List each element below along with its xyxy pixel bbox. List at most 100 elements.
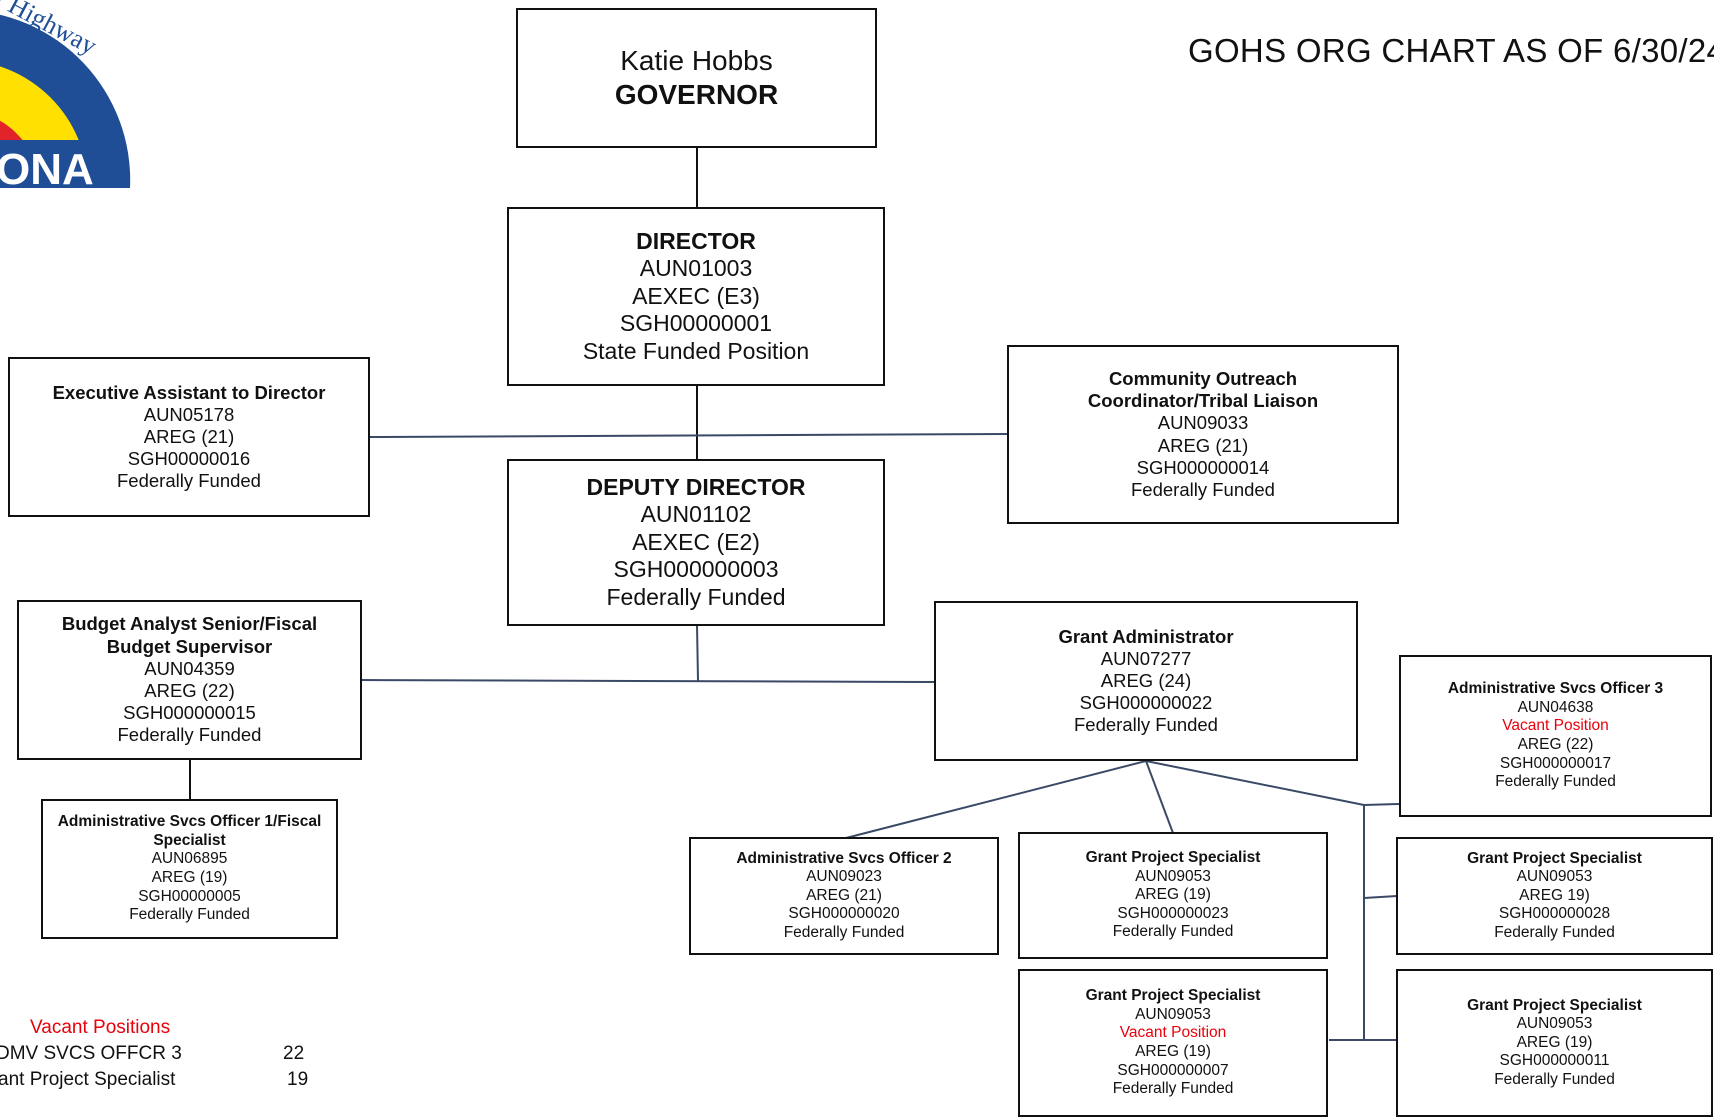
community-line: Federally Funded xyxy=(1131,478,1275,500)
grant-project-specialist-box: Grant Project Specialist AUN09053 AREG (… xyxy=(1396,969,1713,1117)
gps-title: Grant Project Specialist xyxy=(1085,987,1261,1005)
exec-assistant-line: AUN05178 xyxy=(143,403,235,425)
deputy-line: Federally Funded xyxy=(606,583,786,610)
aso1-title: Specialist xyxy=(153,831,226,849)
gps-line: SGH000000023 xyxy=(1117,904,1229,922)
governor-name: Katie Hobbs xyxy=(620,45,773,77)
gps-title: Grant Project Specialist xyxy=(1467,849,1642,867)
director-box: DIRECTOR AUN01003 AEXEC (E3) SGH00000001… xyxy=(507,207,885,386)
budget-title: Budget Analyst Senior/Fiscal xyxy=(61,613,318,635)
logo-state-text: ONA xyxy=(0,145,94,194)
governor-box: Katie Hobbs GOVERNOR xyxy=(516,8,877,148)
gps-vacant-label: Vacant Position xyxy=(1119,1024,1227,1042)
aso1-title: Administrative Svcs Officer 1/Fiscal xyxy=(57,813,322,831)
grant-admin-line: SGH000000022 xyxy=(1079,692,1213,714)
exec-assistant-box: Executive Assistant to Director AUN05178… xyxy=(8,357,370,517)
deputy-title: DEPUTY DIRECTOR xyxy=(586,473,806,500)
connector-grant-aso2 xyxy=(845,760,1147,839)
grant-admin-line: Federally Funded xyxy=(1074,714,1218,736)
aso2-title: Administrative Svcs Officer 2 xyxy=(736,849,952,867)
grant-project-specialist-box: Grant Project Specialist AUN09053 AREG 1… xyxy=(1396,837,1713,955)
grant-administrator-box: Grant Administrator AUN07277 AREG (24) S… xyxy=(934,601,1358,761)
vacant-legend-heading: Vacant Positions xyxy=(30,1017,171,1038)
community-line: AREG (21) xyxy=(1157,434,1249,456)
aso1-line: Federally Funded xyxy=(129,906,250,924)
connector-trunk-aso3 xyxy=(1363,803,1401,806)
exec-assistant-line: AREG (21) xyxy=(143,425,235,447)
director-title: DIRECTOR xyxy=(636,227,756,254)
gps-line: SGH000000011 xyxy=(1499,1052,1610,1070)
governor-title: GOVERNOR xyxy=(614,79,779,110)
aso1-box: Administrative Svcs Officer 1/Fiscal Spe… xyxy=(41,799,338,939)
exec-assistant-line: SGH00000016 xyxy=(127,448,251,470)
gps-title: Grant Project Specialist xyxy=(1085,849,1261,867)
connector-trunk-gps-b xyxy=(1363,895,1398,899)
grant-admin-title: Grant Administrator xyxy=(1058,625,1234,647)
connector-exec-community xyxy=(369,433,1009,438)
deputy-line: AEXEC (E2) xyxy=(632,528,760,555)
connector-deputy-down xyxy=(696,624,699,682)
director-line: AEXEC (E3) xyxy=(632,282,760,309)
gps-line: Federally Funded xyxy=(1112,923,1234,941)
chart-title: GOHS ORG CHART AS OF 6/30/24 xyxy=(1188,32,1714,69)
budget-line: AREG (22) xyxy=(144,680,235,701)
director-line: AUN01003 xyxy=(639,255,753,282)
connector-grant-gps-a xyxy=(1145,760,1174,834)
gps-line: Federally Funded xyxy=(1494,923,1615,941)
deputy-line: AUN01102 xyxy=(640,501,752,528)
gps-title: Grant Project Specialist xyxy=(1467,996,1642,1014)
aso2-line: SGH000000020 xyxy=(788,905,900,923)
connector-grant-trunk xyxy=(1145,760,1365,806)
aso1-line: AREG (19) xyxy=(151,869,228,886)
grant-admin-line: AUN07277 xyxy=(1100,647,1192,669)
community-title: Coordinator/Tribal Liaison xyxy=(1087,390,1319,412)
aso3-line: AREG (22) xyxy=(1517,736,1594,753)
aso2-box: Administrative Svcs Officer 2 AUN09023 A… xyxy=(689,837,999,955)
aso2-line: AUN09023 xyxy=(806,868,882,886)
gps-line: AREG (19) xyxy=(1135,886,1211,904)
community-line: AUN09033 xyxy=(1157,412,1249,434)
vacant-legend-value: 22 xyxy=(283,1043,305,1064)
gps-line: SGH000000007 xyxy=(1117,1061,1229,1079)
exec-assistant-line: Federally Funded xyxy=(117,470,261,492)
vacant-legend-label: DMV SVCS OFFCR 3 xyxy=(0,1043,182,1064)
budget-line: AUN04359 xyxy=(144,657,235,679)
community-outreach-box: Community Outreach Coordinator/Tribal Li… xyxy=(1007,345,1399,524)
grant-project-specialist-vacant-box: Grant Project Specialist AUN09053 Vacant… xyxy=(1018,969,1328,1117)
budget-line: Federally Funded xyxy=(117,724,262,746)
community-line: SGH000000014 xyxy=(1136,456,1270,478)
aso3-title: Administrative Svcs Officer 3 xyxy=(1447,680,1664,698)
deputy-line: SGH000000003 xyxy=(613,556,779,583)
grant-admin-line: AREG (24) xyxy=(1100,669,1192,691)
gps-line: AUN09053 xyxy=(1516,868,1593,886)
aso3-box: Administrative Svcs Officer 3 AUN04638 V… xyxy=(1399,655,1712,817)
aso2-line: Federally Funded xyxy=(783,923,905,941)
aso3-id: AUN04638 xyxy=(1517,698,1594,716)
gps-line: Federally Funded xyxy=(1112,1080,1234,1098)
gps-line: AREG (19) xyxy=(1135,1043,1211,1060)
budget-analyst-box: Budget Analyst Senior/Fiscal Budget Supe… xyxy=(17,600,362,760)
gps-line: Federally Funded xyxy=(1494,1070,1615,1088)
gps-line: SGH000000028 xyxy=(1498,905,1611,923)
aso3-line: Federally Funded xyxy=(1495,773,1616,791)
gohs-logo: ONA f Highway Safety xyxy=(0,0,132,194)
vacant-legend-value: 19 xyxy=(287,1069,309,1090)
gps-line: AUN09053 xyxy=(1516,1015,1593,1033)
gps-line: AUN09053 xyxy=(1135,867,1211,885)
aso3-line: SGH000000017 xyxy=(1499,754,1612,772)
budget-line: SGH000000015 xyxy=(123,702,256,724)
aso3-vacant-label: Vacant Position xyxy=(1502,717,1609,735)
gps-line: AREG 19) xyxy=(1519,886,1590,904)
grant-project-specialist-box: Grant Project Specialist AUN09053 AREG (… xyxy=(1018,832,1328,959)
budget-title: Budget Supervisor xyxy=(106,635,273,657)
exec-assistant-title: Executive Assistant to Director xyxy=(52,381,326,403)
aso1-line: AUN06895 xyxy=(151,850,228,868)
deputy-director-box: DEPUTY DIRECTOR AUN01102 AEXEC (E2) SGH0… xyxy=(507,459,885,626)
gps-line: AREG (19) xyxy=(1516,1033,1593,1051)
director-line: State Funded Position xyxy=(582,337,810,364)
connector-budget-grant xyxy=(360,679,936,683)
director-line: SGH00000001 xyxy=(619,310,773,337)
vacant-legend-label: ant Project Specialist xyxy=(0,1069,176,1090)
community-title: Community Outreach xyxy=(1108,367,1298,389)
